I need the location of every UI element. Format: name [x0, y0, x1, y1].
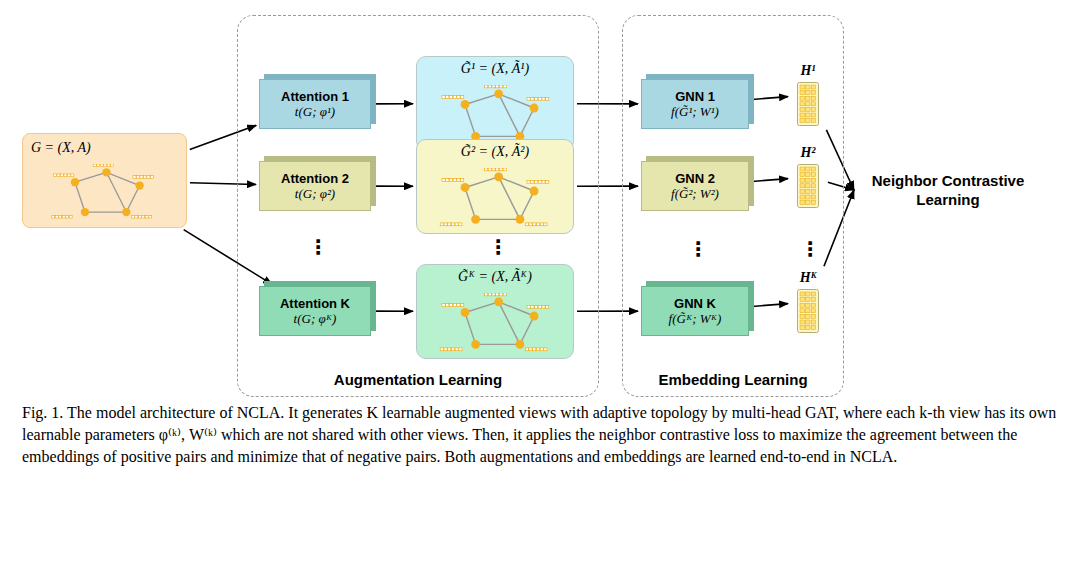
arrow-connector: [184, 230, 272, 285]
arrow-connector: [577, 103, 638, 105]
arrow-connector: [190, 183, 256, 185]
arrow-connector: [374, 185, 413, 187]
block-formula: t(G; φ²): [295, 186, 335, 202]
embedding-output: H¹: [791, 62, 825, 128]
graph-illustration: [39, 164, 169, 222]
figure-caption: Fig. 1. The model architecture of NCLA. …: [22, 402, 1058, 468]
graph-formula: G = (X, A): [31, 140, 178, 156]
arrow-connector: [374, 310, 413, 312]
region-title: Augmentation Learning: [238, 371, 598, 388]
input-graph-box: G = (X, A): [22, 133, 187, 228]
graph-illustration: [431, 168, 561, 230]
arrow-connector: [824, 190, 854, 266]
arrow-connector: [826, 130, 854, 190]
block-formula: f(G̃¹; W¹): [671, 104, 719, 120]
ellipsis-mark: ⋮: [688, 238, 708, 260]
embedding-matrix: [797, 289, 819, 333]
graph-illustration: [431, 293, 561, 355]
region-title: Embedding Learning: [623, 371, 843, 388]
embedding-matrix: [797, 82, 819, 126]
attention-block: Attention 1t(G; φ¹): [259, 79, 371, 129]
block-title: GNN 2: [675, 171, 715, 186]
block-title: Attention K: [280, 296, 350, 311]
arrow-connector: [577, 310, 638, 312]
ellipsis-mark: ⋮: [800, 238, 820, 260]
view-formula: G̃² = (X, Ã²): [423, 144, 567, 160]
gnn-block: GNN 2f(G̃²; W²): [641, 161, 749, 211]
arrow-connector: [190, 125, 256, 149]
embedding-label: H¹: [800, 62, 815, 80]
attention-block: Attention Kt(G; φᴷ): [259, 286, 371, 336]
embedding-output: H²: [791, 144, 825, 210]
ellipsis-mark: ⋮: [488, 236, 508, 258]
block-title: Attention 1: [281, 89, 349, 104]
attention-block: Attention 2t(G; φ²): [259, 161, 371, 211]
dashed-region: Embedding Learning GNN 1f(G̃¹; W¹) H¹ GNN 2…: [622, 15, 844, 397]
view-formula: G̃¹ = (X, Ã¹): [423, 61, 567, 77]
block-formula: t(G; φᴷ): [294, 311, 337, 327]
graph-illustration: [431, 85, 561, 147]
block-formula: f(G̃²; W²): [671, 186, 719, 202]
embedding-output: Hᴷ: [791, 269, 825, 335]
gnn-block: GNN 1f(G̃¹; W¹): [641, 79, 749, 129]
loss-label: Neighbor Contrastive Learning: [858, 165, 1038, 215]
dashed-region: Augmentation Learning Attention 1t(G; φ¹)…: [237, 15, 599, 397]
gnn-block: GNN Kf(G̃ᴷ; Wᴷ): [641, 286, 749, 336]
block-formula: f(G̃ᴷ; Wᴷ): [669, 311, 722, 327]
embedding-label: H²: [800, 144, 815, 162]
loss-title: Neighbor Contrastive Learning: [858, 171, 1038, 209]
arrow-connector: [374, 103, 413, 105]
augmented-view: G̃¹ = (X, Ã¹): [416, 56, 574, 151]
arrow-connector: [752, 179, 788, 182]
augmented-view: G̃² = (X, Ã²): [416, 139, 574, 234]
arrow-connector: [577, 185, 638, 187]
view-formula: G̃ᴷ = (X, Ãᴷ): [423, 269, 567, 285]
block-title: GNN 1: [675, 89, 715, 104]
arrow-connector: [752, 304, 788, 307]
arrow-connector: [752, 97, 788, 100]
block-title: Attention 2: [281, 171, 349, 186]
block-title: GNN K: [674, 296, 716, 311]
embedding-label: Hᴷ: [800, 269, 817, 287]
embedding-matrix: [797, 164, 819, 208]
ellipsis-mark: ⋮: [308, 236, 328, 258]
arrow-connector: [828, 182, 854, 190]
block-formula: t(G; φ¹): [295, 104, 335, 120]
augmented-view: G̃ᴷ = (X, Ãᴷ): [416, 264, 574, 359]
